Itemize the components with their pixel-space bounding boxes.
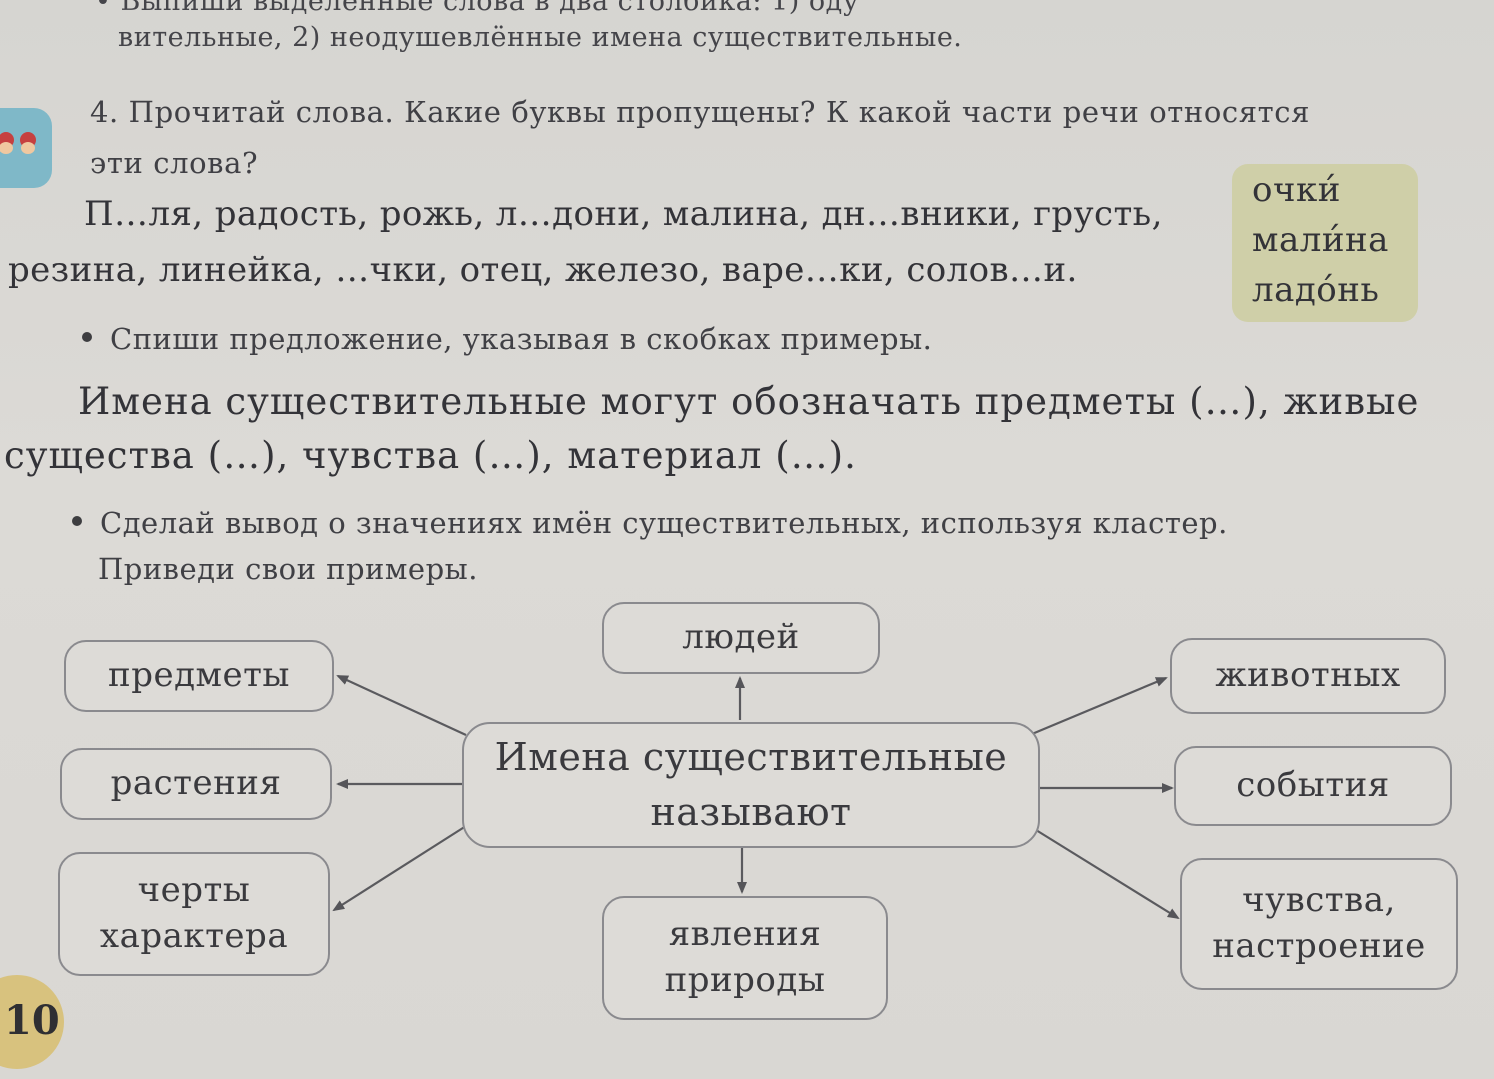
cluster-node-events: события bbox=[1174, 746, 1452, 826]
top-instruction-line-1: • Выпиши выделенные слова в два столбика… bbox=[95, 0, 860, 17]
task4-words-line-2: резина, линейка, …чки, отец, железо, вар… bbox=[8, 250, 1078, 290]
cluster-node-phenomena-line-1: явления bbox=[668, 914, 822, 955]
stress-hint-box: очки́ мали́на ладо́нь bbox=[1232, 164, 1418, 322]
cluster-node-traits: черты характера bbox=[58, 852, 330, 976]
cluster-node-phenomena-line-2: природы bbox=[664, 960, 826, 1000]
cluster-node-feelings-line-2: настроение bbox=[1212, 926, 1426, 966]
cluster-node-animals: животных bbox=[1170, 638, 1446, 714]
hint-word-1: очки́ bbox=[1252, 170, 1341, 210]
two-children-icon bbox=[0, 108, 52, 188]
bullet-conclusion: Сделай вывод о значениях имён существите… bbox=[72, 506, 1228, 540]
cluster-node-plants-label: растения bbox=[110, 763, 282, 804]
top-instruction-line-2: вительные, 2) неодушевлённые имена сущес… bbox=[118, 22, 963, 53]
task4-title: 4. Прочитай слова. Какие буквы пропущены… bbox=[90, 95, 1310, 129]
task4-words-line-1: П…ля, радость, рожь, л…дони, малина, дн…… bbox=[84, 194, 1163, 234]
page-number: 10 bbox=[4, 997, 60, 1044]
cluster-node-objects-label: предметы bbox=[108, 655, 290, 696]
cluster-center-line-2: называют bbox=[650, 790, 852, 834]
task4-title-cont: эти слова? bbox=[90, 146, 259, 180]
bullet-copy-sentence-text: Спиши предложение, указывая в скобках пр… bbox=[110, 322, 933, 356]
bullet-icon bbox=[72, 516, 82, 526]
cluster-node-phenomena: явления природы bbox=[602, 896, 888, 1020]
cluster-node-objects: предметы bbox=[64, 640, 334, 712]
cluster-node-feelings-line-1: чувства, bbox=[1242, 880, 1396, 921]
cluster-center-node: Имена существительные называют bbox=[462, 722, 1040, 848]
cluster-node-animals-label: животных bbox=[1215, 655, 1401, 696]
cluster-node-traits-line-2: характера bbox=[99, 916, 289, 956]
sentence-line-2: существа (…), чувства (…), материал (…). bbox=[4, 434, 857, 477]
cluster-node-traits-line-1: черты bbox=[137, 870, 251, 911]
hint-word-3: ладо́нь bbox=[1252, 270, 1380, 310]
cluster-node-people: людей bbox=[602, 602, 880, 674]
cluster-center-line-1: Имена существительные bbox=[494, 734, 1008, 779]
cluster-node-plants: растения bbox=[60, 748, 332, 820]
bullet-conclusion-text: Сделай вывод о значениях имён существите… bbox=[100, 506, 1228, 540]
bullet-conclusion-cont: Приведи свои примеры. bbox=[98, 552, 478, 586]
cluster-node-people-label: людей bbox=[682, 617, 800, 658]
cluster-node-feelings: чувства, настроение bbox=[1180, 858, 1458, 990]
sentence-line-1: Имена существительные могут обозначать п… bbox=[78, 380, 1420, 423]
hint-word-2: мали́на bbox=[1252, 220, 1389, 260]
bullet-copy-sentence: Спиши предложение, указывая в скобках пр… bbox=[82, 322, 932, 356]
bullet-icon bbox=[82, 332, 92, 342]
cluster-node-events-label: события bbox=[1236, 765, 1390, 806]
